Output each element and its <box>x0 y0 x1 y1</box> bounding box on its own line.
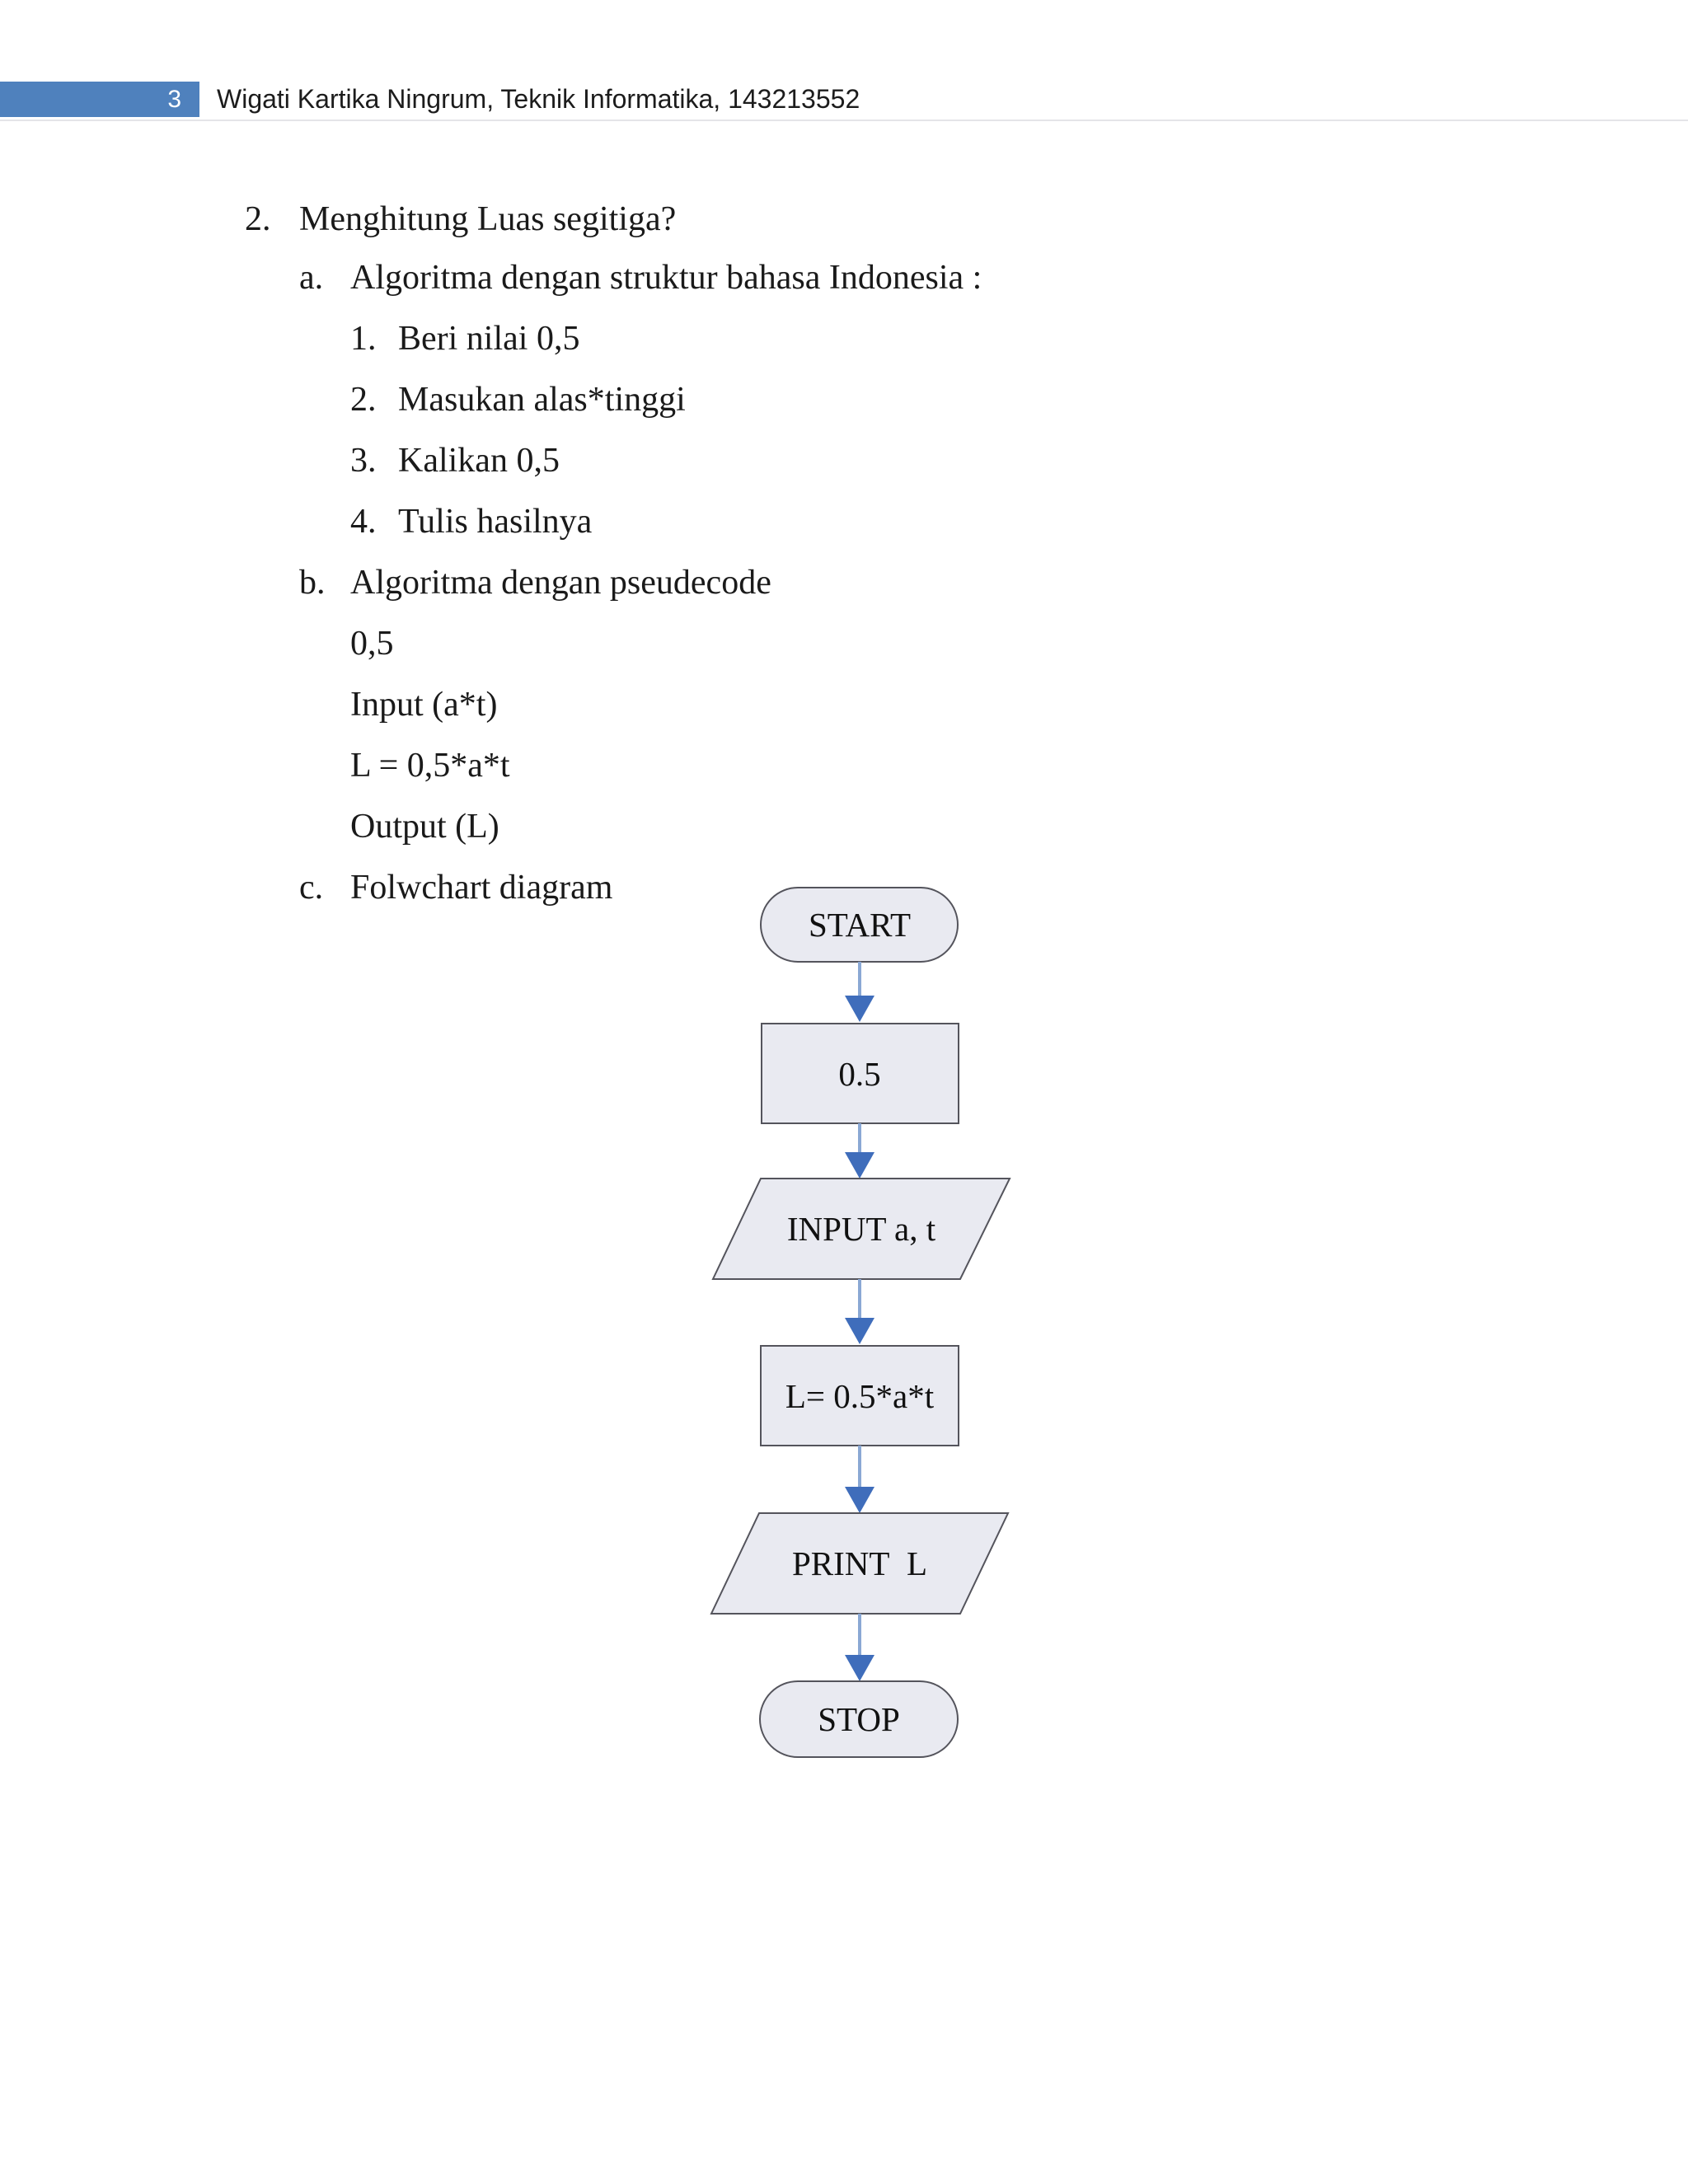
step-line: 1. Beri nilai 0,5 <box>0 319 1688 368</box>
step-text: Masukan alas*tinggi <box>398 381 686 419</box>
flowchart-process-initial-value <box>761 1023 959 1124</box>
pseudocode-text: Input (a*t) <box>350 686 498 724</box>
item-c-text: Folwchart diagram <box>350 869 613 907</box>
item-b-line: b. Algoritma dengan pseudecode <box>0 563 1688 612</box>
pseudocode-line: Input (a*t) <box>0 685 1688 734</box>
item-a-line: a. Algoritma dengan struktur bahasa Indo… <box>0 258 1688 307</box>
flowchart-io-print-label: PRINT L <box>792 1544 927 1582</box>
flowchart-process-formula <box>760 1345 959 1446</box>
header-divider <box>0 120 1688 121</box>
item-c-line: c. Folwchart diagram <box>0 868 1688 917</box>
pseudocode-text: L = 0,5*a*t <box>350 747 510 785</box>
step-text: Kalikan 0,5 <box>398 442 560 480</box>
step-line: 3. Kalikan 0,5 <box>0 441 1688 490</box>
flowchart-diagram: START 0.5 INPUT a, t L= 0.5*a*t PRINT L … <box>710 887 1011 1758</box>
flowchart-process-formula-label: L= 0.5*a*t <box>785 1377 935 1415</box>
step-marker: 2. <box>350 381 377 419</box>
step-text: Beri nilai 0,5 <box>398 320 580 358</box>
flow-arrowhead-icon <box>845 1318 874 1344</box>
flowchart-io-input-label: INPUT a, t <box>787 1210 936 1248</box>
step-marker: 3. <box>350 442 377 480</box>
step-text: Tulis hasilnya <box>398 503 593 541</box>
flow-arrowhead-icon <box>845 1655 874 1681</box>
question-text: Menghitung Luas segitiga? <box>299 200 677 238</box>
pseudocode-line: 0,5 <box>0 624 1688 673</box>
item-a-marker: a. <box>299 259 324 297</box>
flowchart-io-input <box>711 1178 1011 1280</box>
question-line: 2. Menghitung Luas segitiga? <box>0 199 1688 249</box>
page-number: 3 <box>167 85 181 113</box>
flow-arrowhead-icon <box>845 1487 874 1513</box>
flow-arrowhead-icon <box>845 996 874 1022</box>
item-c-marker: c. <box>299 869 324 907</box>
flowchart-io-print <box>710 1512 1010 1615</box>
item-b-marker: b. <box>299 564 326 602</box>
flow-arrowhead-icon <box>845 1152 874 1179</box>
step-marker: 4. <box>350 503 377 541</box>
header-title: Wigati Kartika Ningrum, Teknik Informati… <box>217 84 860 114</box>
flowchart-terminator-stop <box>759 1680 959 1758</box>
flowchart-process-initial-value-label: 0.5 <box>838 1055 880 1093</box>
pseudocode-text: Output (L) <box>350 808 499 846</box>
step-line: 2. Masukan alas*tinggi <box>0 380 1688 429</box>
flowchart-start-label: START <box>809 906 911 944</box>
pseudocode-line: Output (L) <box>0 807 1688 856</box>
pseudocode-text: 0,5 <box>350 625 394 663</box>
item-a-text: Algoritma dengan struktur bahasa Indones… <box>350 259 982 297</box>
flowchart-stop-label: STOP <box>818 1700 900 1738</box>
step-line: 4. Tulis hasilnya <box>0 502 1688 551</box>
page-number-bar: 3 <box>0 82 199 117</box>
step-marker: 1. <box>350 320 377 358</box>
question-marker: 2. <box>245 200 271 238</box>
item-b-text: Algoritma dengan pseudecode <box>350 564 771 602</box>
pseudocode-line: L = 0,5*a*t <box>0 746 1688 795</box>
